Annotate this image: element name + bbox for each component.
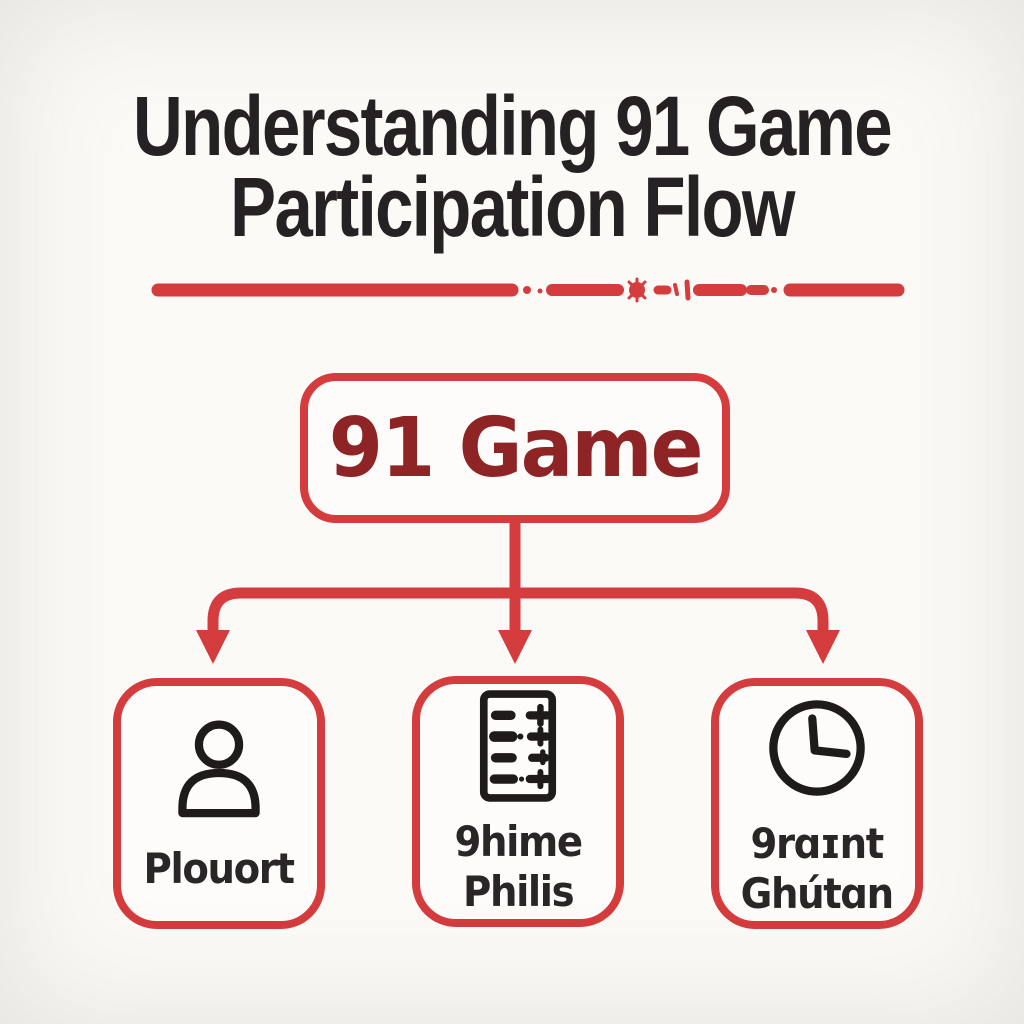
node-9raint-ghutan: 9rɑɪnt Ghútɑn <box>711 678 923 929</box>
page-title: Understanding 91 Game Participation Flow <box>92 79 932 254</box>
node-label: 9hime Philis <box>454 816 583 917</box>
root-node-label: 91 Game <box>328 400 704 496</box>
title-line-2: Participation Flow <box>230 160 795 254</box>
node-label: Plouort <box>143 843 295 894</box>
person-icon <box>178 719 260 817</box>
node-label-line: Plouort <box>143 843 295 893</box>
connector-arrows <box>196 523 840 664</box>
node-label-line: 9hime <box>454 816 583 866</box>
title-line-1: Understanding 91 Game <box>133 79 893 173</box>
node-label-line: 9rɑɪnt <box>750 818 885 868</box>
document-list-icon <box>479 689 557 802</box>
divider-line <box>151 277 905 303</box>
node-9hime-philis: 9hime Philis <box>412 676 624 927</box>
node-91-game: 91 Game <box>300 373 730 523</box>
clock-icon <box>769 699 865 796</box>
node-label-line: Ghútɑn <box>740 868 894 918</box>
node-label-line: Philis <box>462 866 575 916</box>
node-label: 9rɑɪnt Ghútɑn <box>740 818 894 919</box>
node-plouort: Plouort <box>113 678 325 929</box>
